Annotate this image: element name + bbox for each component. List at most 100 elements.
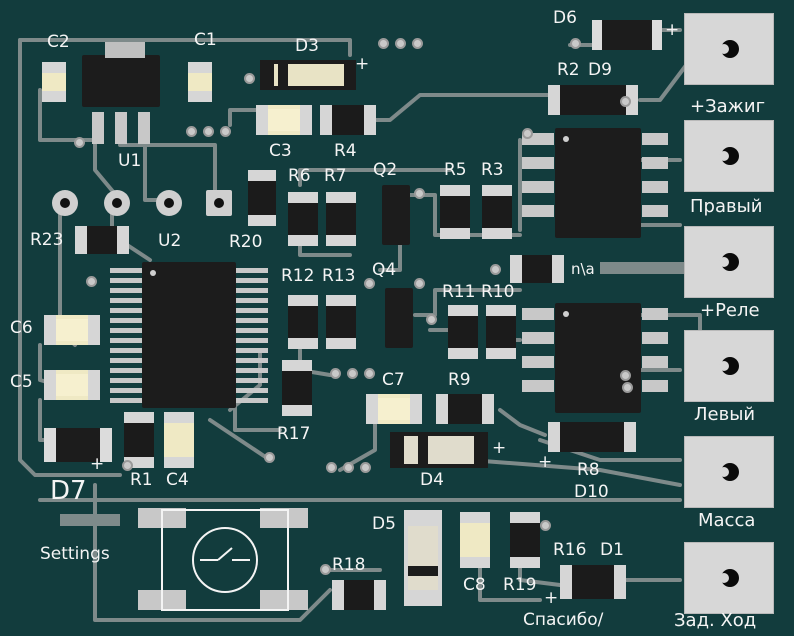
via	[395, 38, 406, 49]
via	[74, 137, 85, 148]
via	[414, 278, 425, 289]
u2-pin	[236, 358, 268, 363]
via	[570, 38, 581, 49]
label-r11: R11	[442, 282, 476, 302]
via	[122, 460, 133, 471]
label-r8: R8	[577, 460, 600, 480]
plus-mark-d1: +	[544, 588, 559, 608]
label-r5: R5	[444, 160, 467, 180]
r1-resistor	[124, 412, 154, 468]
via	[86, 276, 97, 287]
label-c5: C5	[10, 372, 33, 392]
via	[186, 126, 197, 137]
r10-resistor	[486, 305, 516, 359]
r5-resistor	[440, 185, 470, 239]
label-r2: R2	[557, 60, 580, 80]
ic-pin	[522, 356, 554, 368]
via	[360, 462, 371, 473]
r16-d1-component	[560, 565, 626, 599]
label-d10: D10	[574, 482, 609, 502]
via	[620, 370, 631, 381]
r9-resistor	[436, 394, 494, 424]
u1-pin	[115, 112, 127, 144]
tht-pad	[156, 190, 182, 216]
label-r19: R19	[503, 575, 537, 595]
label-d7: D7	[50, 476, 87, 506]
ic-pin	[642, 308, 668, 320]
r6-resistor	[288, 192, 318, 246]
label-r9: R9	[448, 370, 471, 390]
u2-pin	[236, 378, 268, 383]
u2-pin	[236, 268, 268, 273]
ic-pin	[642, 133, 668, 145]
ic-pin	[522, 380, 554, 392]
u2-pin	[236, 278, 268, 283]
label-r16: R16	[553, 540, 587, 560]
u2-pin	[236, 298, 268, 303]
label-u1: U1	[118, 151, 142, 171]
ic-pin	[522, 205, 554, 217]
d7-diode	[44, 428, 112, 462]
via	[378, 38, 389, 49]
label-d3: D3	[295, 36, 319, 56]
label-r23: R23	[30, 230, 64, 250]
u2-pin	[110, 368, 142, 373]
q2-transistor	[382, 185, 410, 245]
u2-pin	[110, 398, 142, 403]
c3-capacitor	[256, 105, 312, 135]
d3-diode	[260, 60, 356, 90]
r13-resistor	[326, 295, 356, 349]
r8-d10-component	[548, 422, 636, 452]
via	[540, 520, 551, 531]
label-c7: C7	[382, 370, 405, 390]
label-d6: D6	[553, 8, 577, 28]
d5-diode	[404, 510, 442, 606]
via	[330, 368, 341, 379]
label-nc: n\a	[571, 260, 595, 278]
u2-pin	[110, 298, 142, 303]
label-thanks: Спасибо/	[523, 610, 604, 630]
button-pad	[260, 590, 308, 610]
r12-resistor	[288, 295, 318, 349]
via	[364, 278, 375, 289]
ic-pin	[642, 380, 668, 392]
ic-pin	[522, 332, 554, 344]
c8-capacitor	[460, 512, 490, 568]
label-r6: R6	[288, 166, 311, 186]
terminal-label-ground: Масса	[698, 510, 756, 531]
u1-tab-pad	[105, 42, 145, 58]
u2-pin	[110, 358, 142, 363]
plus-mark-d6: +	[665, 20, 680, 40]
label-c1: C1	[194, 30, 217, 50]
u2-pin	[236, 348, 268, 353]
via	[426, 314, 437, 325]
label-r10: R10	[481, 282, 515, 302]
r7-resistor	[326, 192, 356, 246]
nc-resistor	[510, 255, 564, 283]
via	[264, 452, 275, 463]
u2-pin	[110, 308, 142, 313]
label-r4: R4	[334, 141, 357, 161]
c4-capacitor	[164, 412, 194, 468]
lower-ic	[555, 303, 641, 413]
plus-mark-d4: +	[492, 438, 507, 458]
tht-pad	[104, 190, 130, 216]
r23-resistor	[75, 226, 129, 254]
label-settings: Settings	[40, 544, 110, 564]
c2-capacitor	[42, 62, 66, 102]
d4-diode	[390, 432, 488, 468]
label-c2: C2	[47, 32, 70, 52]
ic-pin	[642, 157, 668, 169]
u2-pin	[110, 318, 142, 323]
r4-resistor	[320, 105, 376, 135]
label-u2: U2	[158, 231, 182, 251]
u2-pin	[110, 378, 142, 383]
tht-pad	[52, 190, 78, 216]
q4-transistor	[385, 288, 413, 348]
u2-pin	[110, 288, 142, 293]
u1-regulator	[82, 55, 160, 107]
label-c4: C4	[166, 470, 189, 490]
ic-pin	[642, 332, 668, 344]
ic-pin	[522, 308, 554, 320]
